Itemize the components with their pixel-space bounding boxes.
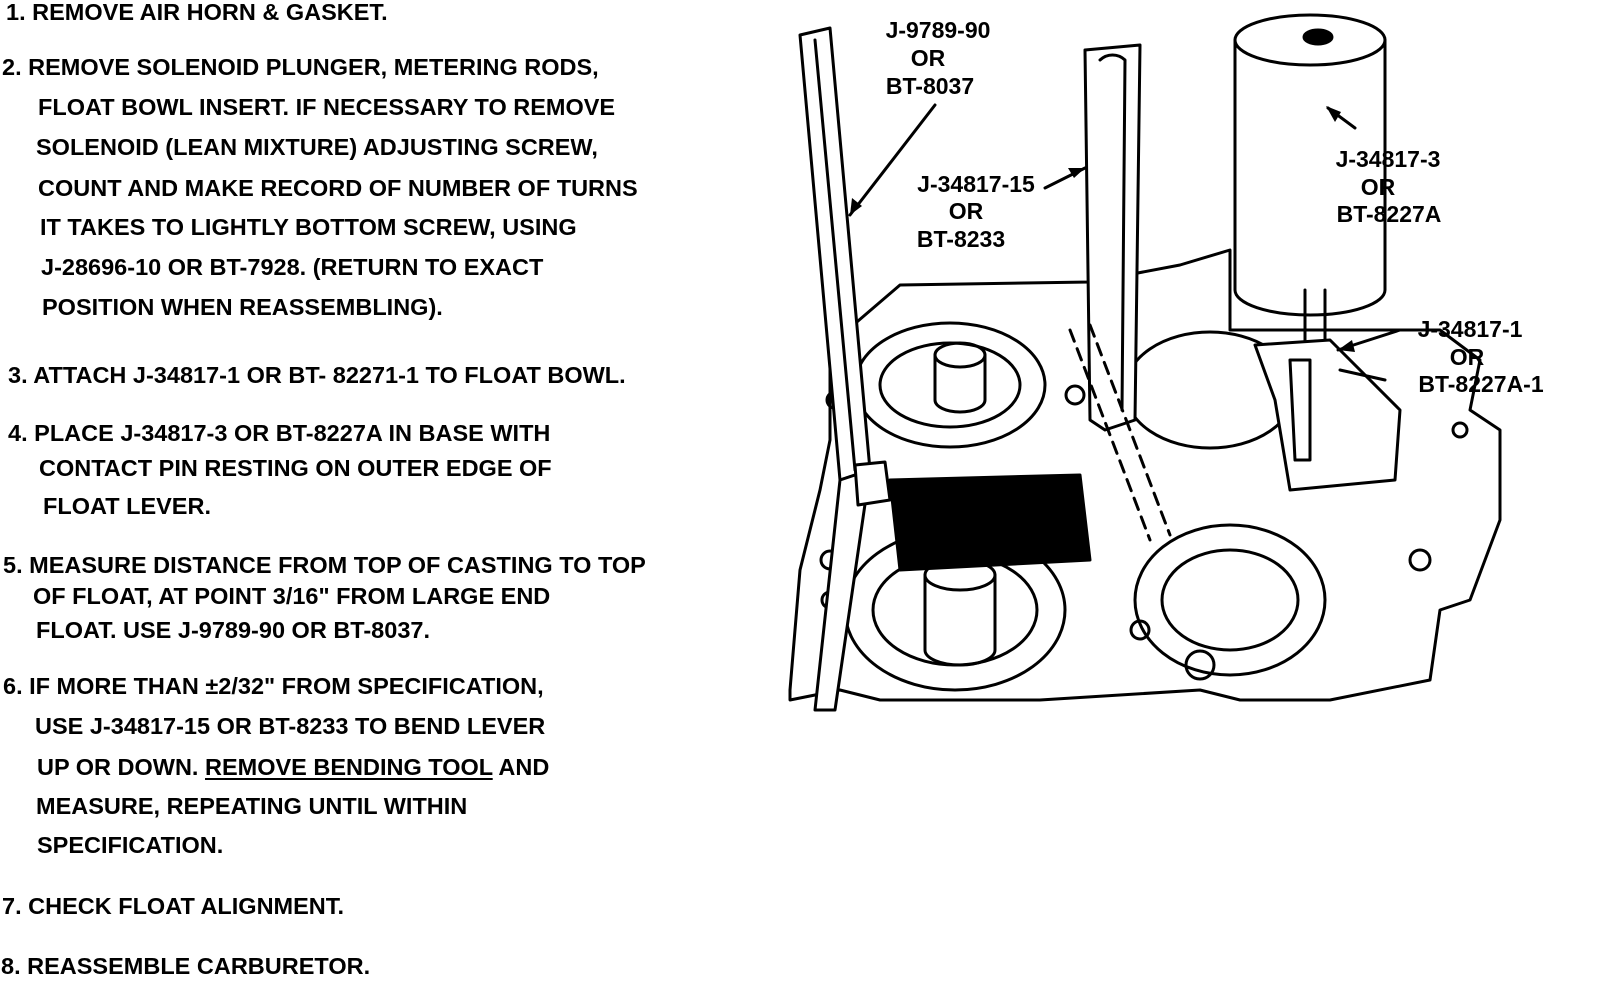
gauge-leader [848, 103, 937, 217]
step-5-line: MEASURE DISTANCE FROM TOP OF CASTING TO … [29, 552, 646, 578]
step-6-line: IF MORE THAN ±2/32" FROM SPECIFICATION, [29, 673, 544, 699]
step-6-line: USE J-34817-15 OR BT-8233 TO BEND LEVER [35, 713, 546, 739]
step-6-line: MEASURE, REPEATING UNTIL WITHIN [36, 793, 468, 819]
step-8: 8. REASSEMBLE CARBURETOR. [1, 953, 371, 979]
instruction-steps: 1. REMOVE AIR HORN & GASKET. 2. REMOVE S… [0, 0, 760, 996]
label-bender-alt: BT-8233 [917, 226, 1005, 252]
fixture-bracket [1253, 338, 1402, 492]
label-fixture-or: OR [1450, 344, 1485, 370]
step-6-line: SPECIFICATION. [37, 832, 224, 858]
step-3: 3. ATTACH J-34817-1 OR BT- 82271-1 TO FL… [8, 362, 626, 388]
step-1-line: REMOVE AIR HORN & GASKET. [32, 0, 388, 25]
step-2-line: IT TAKES TO LIGHTLY BOTTOM SCREW, USING [40, 214, 577, 240]
label-gauge-alt: BT-8037 [886, 73, 974, 99]
weight-cylinder [1233, 38, 1387, 317]
step-4-line: CONTACT PIN RESTING ON OUTER EDGE OF [39, 455, 552, 481]
label-fixture-part: J-34817-1 [1418, 316, 1523, 342]
float [888, 473, 1092, 572]
step-2-line: SOLENOID (LEAN MIXTURE) ADJUSTING SCREW, [36, 134, 598, 160]
step-8-line: REASSEMBLE CARBURETOR. [27, 953, 371, 979]
step-2-line: POSITION WHEN REASSEMBLING). [42, 294, 443, 320]
step-4-line: FLOAT LEVER. [43, 493, 211, 519]
label-gauge-or: OR [911, 45, 946, 71]
step-2-line: COUNT AND MAKE RECORD OF NUMBER OF TURNS [38, 175, 638, 201]
step-5-line: FLOAT. USE J-9789-90 OR BT-8037. [36, 617, 430, 643]
step-2-line: J-28696-10 OR BT-7928. (RETURN TO EXACT [41, 254, 544, 280]
step-2-line: REMOVE SOLENOID PLUNGER, METERING RODS, [28, 54, 599, 80]
step-2: 2. REMOVE SOLENOID PLUNGER, METERING ROD… [2, 54, 599, 80]
step-6-line: UP OR DOWN. REMOVE BENDING TOOL AND [37, 754, 550, 780]
step-6: 6. IF MORE THAN ±2/32" FROM SPECIFICATIO… [3, 673, 544, 699]
label-weight-part: J-34817-3 [1336, 146, 1441, 172]
step-7: 7. CHECK FLOAT ALIGNMENT. [2, 893, 345, 919]
label-weight-alt: BT-8227A [1337, 201, 1442, 227]
step-4-line: PLACE J-34817-3 OR BT-8227A IN BASE WITH [34, 420, 551, 446]
step-4: 4. PLACE J-34817-3 OR BT-8227A IN BASE W… [8, 420, 551, 446]
label-bender-part: J-34817-15 [917, 171, 1035, 197]
label-bender-or: OR [949, 198, 984, 224]
step-2-line: FLOAT BOWL INSERT. IF NECESSARY TO REMOV… [38, 94, 616, 120]
secondary-bore-front [1133, 523, 1327, 677]
label-gauge-part: J-9789-90 [886, 17, 991, 43]
underlined-text: REMOVE BENDING TOOL [205, 754, 493, 780]
step-1: 1. REMOVE AIR HORN & GASKET. [6, 0, 388, 25]
label-weight-or: OR [1361, 174, 1396, 200]
carburetor-casting [788, 248, 1502, 702]
step-5-line: OF FLOAT, AT POINT 3/16" FROM LARGE END [33, 583, 551, 609]
bending-tool [1083, 43, 1142, 432]
step-5: 5. MEASURE DISTANCE FROM TOP OF CASTING … [3, 552, 646, 578]
step-3-line: ATTACH J-34817-1 OR BT- 82271-1 TO FLOAT… [33, 362, 626, 388]
carburetor-illustration: J-9789-90 OR BT-8037 J-34817-15 OR BT-82… [788, 13, 1544, 712]
label-fixture-alt: BT-8227A-1 [1418, 371, 1543, 397]
step-7-line: CHECK FLOAT ALIGNMENT. [28, 893, 345, 919]
